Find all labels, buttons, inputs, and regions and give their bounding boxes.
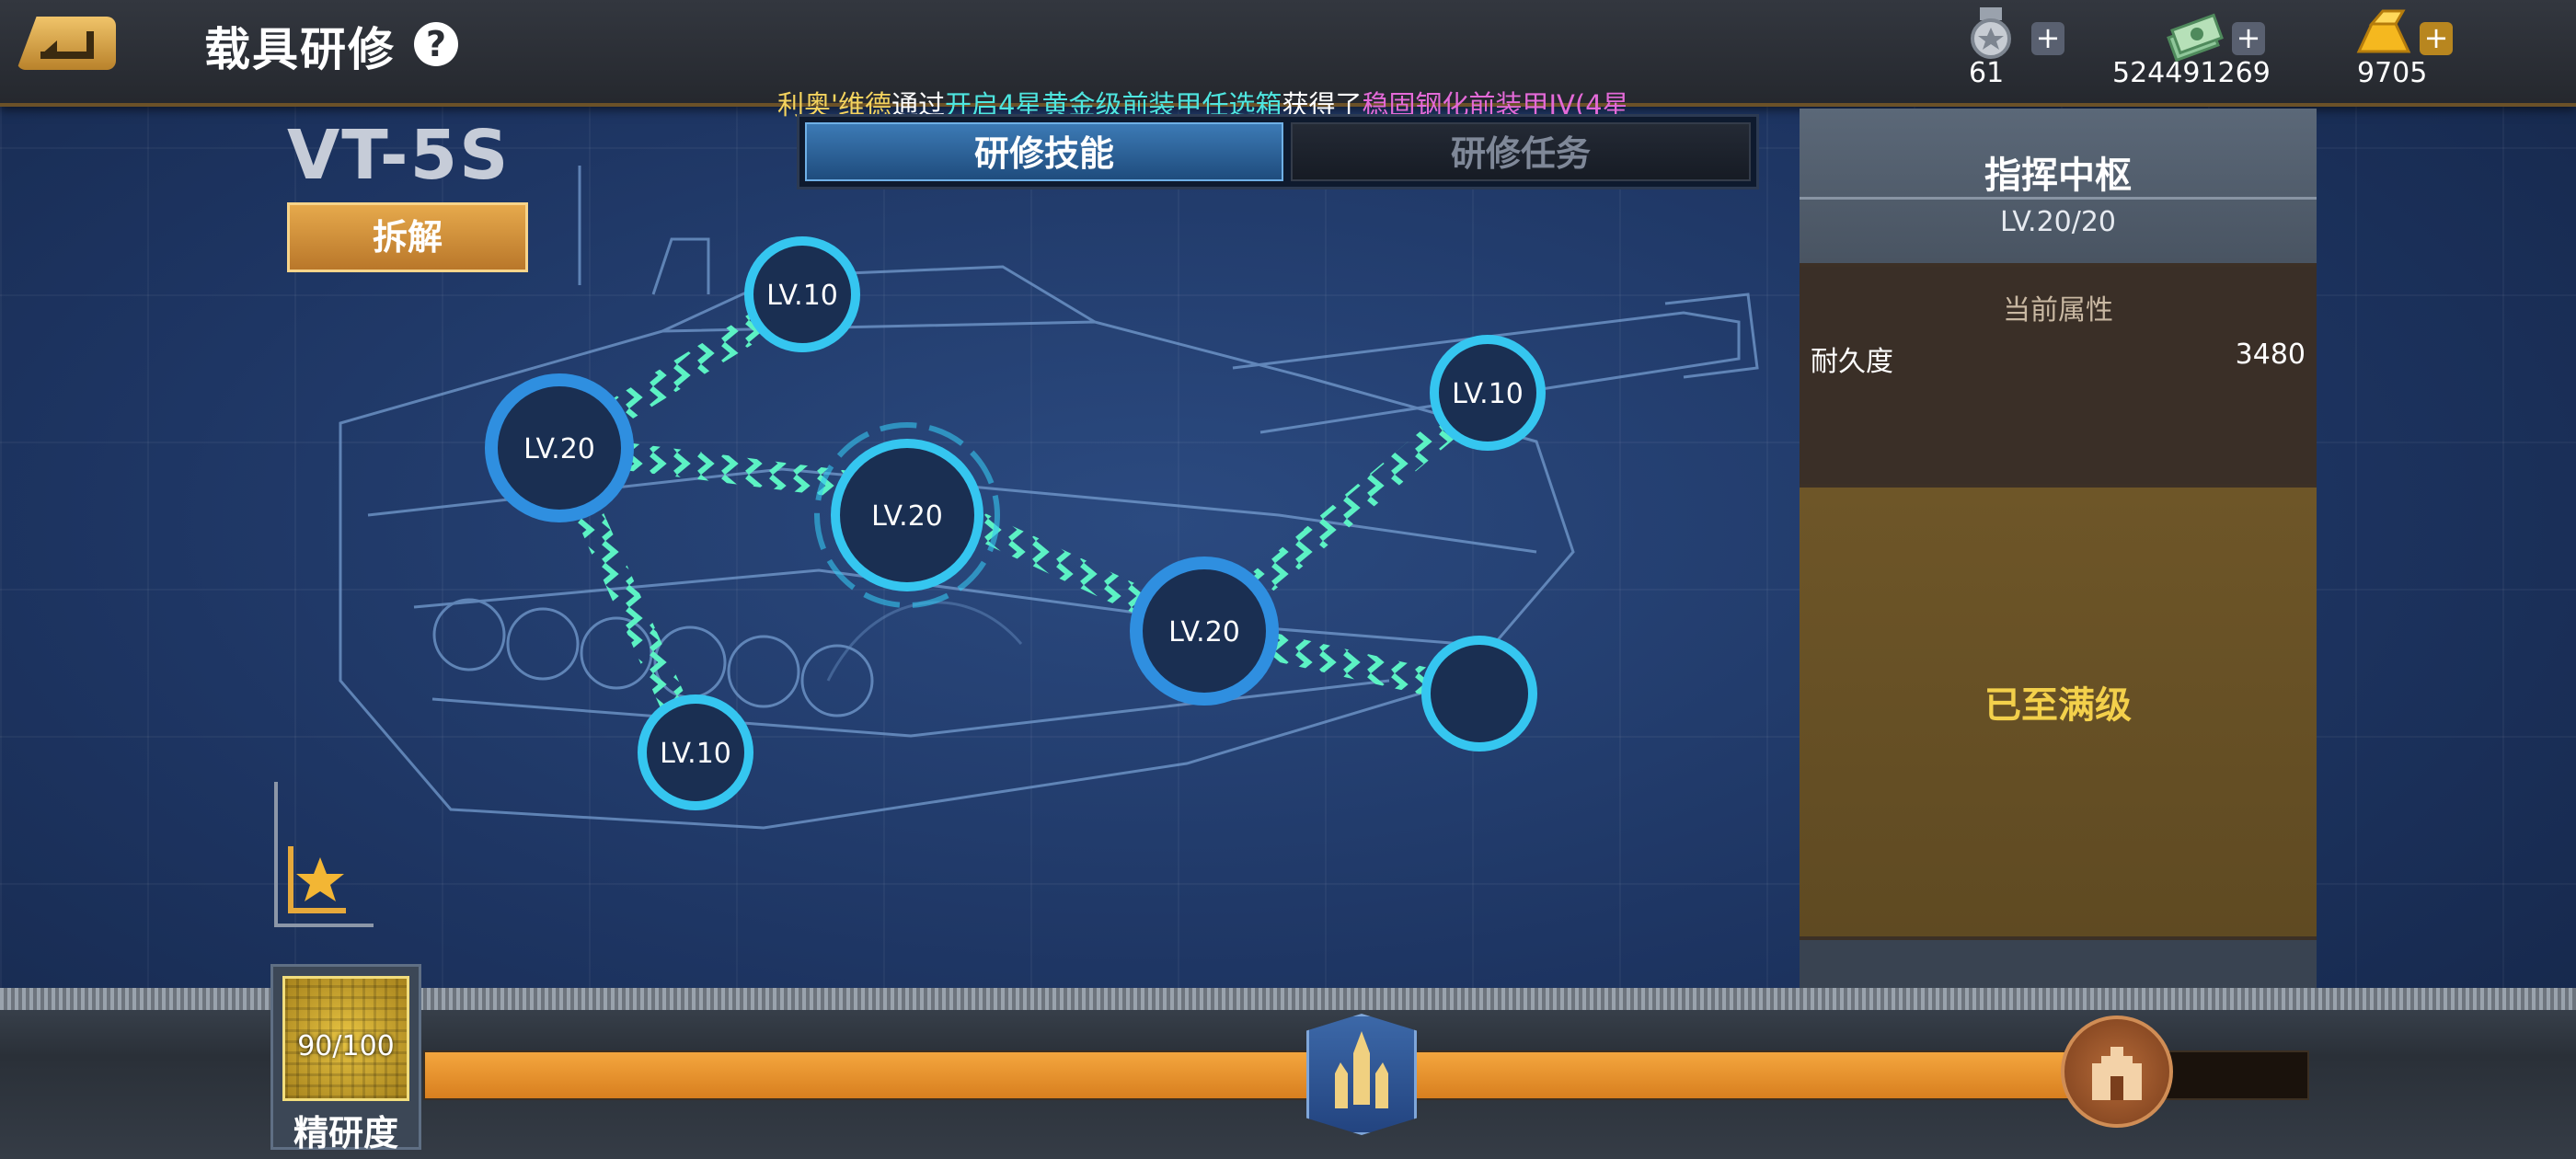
panel-header: 指挥中枢 LV.20/20 (1800, 109, 2317, 263)
cash-icon (2167, 13, 2224, 63)
refine-degree-icon: 90/100 (282, 976, 409, 1101)
add-medal-button[interactable]: + (2031, 22, 2064, 55)
panel-title: 指挥中枢 (1984, 155, 2132, 197)
skill-tree: LV.10 LV.20 LV.20 LV.10 LV.20 LV.10 (339, 166, 1759, 830)
skill-node-right-mid[interactable]: LV.20 (1130, 557, 1279, 706)
attribute-name: 耐久度 (1811, 346, 1893, 378)
skill-node-top-label: LV.10 (766, 280, 838, 312)
refine-degree-value: 90/100 (297, 1030, 395, 1062)
help-icon[interactable]: ? (414, 22, 458, 66)
refine-degree-label: 精研度 (293, 1113, 398, 1153)
skill-node-bottom-left-label: LV.10 (660, 738, 731, 770)
rocket-symbol-icon (1335, 1031, 1388, 1108)
max-level-section: 已至满级 (1800, 488, 2317, 936)
skill-node-right-mid-label: LV.20 (1168, 616, 1240, 648)
medal-icon (1971, 7, 2011, 59)
page-title: 载具研修 (204, 23, 396, 76)
attribute-value: 3480 (2235, 339, 2306, 371)
rocket-milestone-icon[interactable] (1306, 1014, 1417, 1135)
refine-degree-box[interactable]: 90/100 精研度 (270, 964, 421, 1153)
skill-node-top-right[interactable]: LV.10 (1430, 335, 1546, 451)
skill-node-center[interactable]: LV.20 (814, 422, 1000, 608)
panel-level: LV.20/20 (1999, 206, 2117, 238)
castle-milestone-icon[interactable] (2061, 1016, 2173, 1128)
skill-node-bottom-right[interactable] (1421, 636, 1537, 752)
skill-links (546, 282, 1497, 759)
back-button[interactable] (17, 17, 116, 70)
add-gold-button[interactable]: + (2420, 22, 2453, 55)
gold-bar-icon (2356, 9, 2411, 53)
max-level-text: 已至满级 (1984, 684, 2132, 727)
attribute-header: 当前属性 (2003, 294, 2113, 327)
tank-name: VT-5S (287, 116, 511, 195)
panel-footer (1800, 940, 2317, 988)
attribute-section: 当前属性 耐久度 3480 (1800, 267, 2317, 484)
skill-node-top-right-label: LV.10 (1452, 378, 1524, 410)
cash-amount: 524491269 (2112, 57, 2271, 89)
skill-node-center-label: LV.20 (871, 500, 943, 533)
add-cash-button[interactable]: + (2232, 22, 2265, 55)
back-arrow-icon (40, 31, 94, 59)
skill-node-bottom-left[interactable]: LV.10 (638, 694, 753, 810)
skill-node-left-label: LV.20 (523, 433, 595, 465)
gold-amount: 9705 (2357, 57, 2428, 89)
top-bar: 载具研修 ? + 61 + 524491269 + 9705 (0, 0, 2576, 107)
medal-count: 61 (1969, 57, 2005, 89)
tab-research-tasks[interactable]: 研修任务 (1291, 122, 1751, 181)
tab-research-skills[interactable]: 研修技能 (805, 122, 1283, 181)
skill-node-left[interactable]: LV.20 (485, 373, 634, 522)
info-panel: 指挥中枢 LV.20/20 当前属性 耐久度 3480 已至满级 (1800, 109, 2317, 988)
resource-gold: + 9705 (2352, 6, 2471, 94)
resource-medal: + 61 (1961, 6, 2090, 94)
skill-node-top[interactable]: LV.10 (744, 236, 860, 352)
star-rank-icon[interactable] (274, 782, 375, 929)
refine-progress-fill (425, 1052, 2120, 1098)
castle-symbol-icon (2092, 1047, 2142, 1100)
resource-cash: + 524491269 (2112, 6, 2333, 94)
dismantle-button[interactable]: 拆解 (287, 202, 528, 272)
bottom-bar (0, 988, 2576, 1159)
tab-bar: 研修技能 研修任务 (797, 114, 1759, 189)
panel-divider (1800, 197, 2317, 200)
rail-decoration (0, 988, 2576, 1010)
